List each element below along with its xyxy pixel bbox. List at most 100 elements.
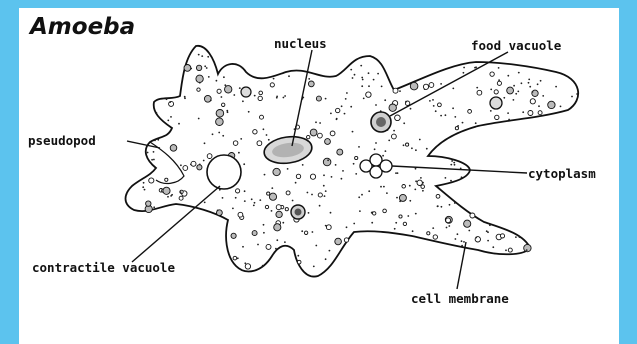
granule xyxy=(217,210,219,212)
granule xyxy=(276,211,282,217)
granule xyxy=(517,91,519,93)
granule xyxy=(350,69,352,71)
granule xyxy=(448,225,450,227)
granule xyxy=(274,224,281,231)
granule xyxy=(515,236,517,238)
granule xyxy=(196,75,203,82)
granule xyxy=(435,110,437,112)
granule xyxy=(392,134,397,139)
granule xyxy=(411,147,413,149)
granule xyxy=(310,174,315,179)
granule xyxy=(325,225,327,227)
granule xyxy=(254,202,256,204)
granule xyxy=(206,67,208,69)
granule xyxy=(263,128,265,130)
granule xyxy=(276,205,281,210)
granule xyxy=(324,195,326,197)
granule xyxy=(325,139,331,145)
granule xyxy=(198,118,200,120)
granule xyxy=(454,164,456,166)
granule xyxy=(184,65,191,72)
granule xyxy=(323,158,331,166)
granule xyxy=(142,186,144,188)
granule xyxy=(166,98,168,100)
food-particle xyxy=(295,209,302,216)
granule xyxy=(284,241,286,243)
granule xyxy=(368,85,370,87)
granule xyxy=(207,154,212,159)
granule xyxy=(500,234,504,238)
granule xyxy=(329,250,331,252)
granule xyxy=(252,231,257,236)
label-cytoplasm: cytoplasm xyxy=(528,166,596,181)
granule xyxy=(288,75,290,77)
granule xyxy=(468,110,472,114)
granule xyxy=(385,150,387,152)
granule xyxy=(251,198,253,200)
granule xyxy=(268,139,270,141)
granule xyxy=(452,107,454,109)
granule xyxy=(169,101,171,103)
granule xyxy=(341,105,343,107)
granule xyxy=(451,160,453,162)
granule xyxy=(455,238,457,240)
granule xyxy=(208,76,210,78)
granule xyxy=(386,192,388,194)
granule xyxy=(403,144,405,146)
granule xyxy=(197,88,200,91)
granule xyxy=(522,111,524,113)
granule xyxy=(555,86,557,88)
granule xyxy=(310,129,317,136)
granule xyxy=(363,98,365,100)
granule xyxy=(371,222,373,224)
granule xyxy=(259,91,263,95)
granule xyxy=(507,87,514,94)
granule xyxy=(415,168,417,170)
granule xyxy=(266,134,268,136)
granule xyxy=(432,227,434,229)
granule xyxy=(319,122,321,124)
granule xyxy=(225,86,232,93)
granule xyxy=(276,239,278,241)
granule xyxy=(429,100,431,102)
granule xyxy=(244,200,246,202)
granule xyxy=(156,112,158,114)
granule xyxy=(526,249,528,251)
granule xyxy=(238,212,243,217)
granule xyxy=(144,189,146,191)
granule xyxy=(368,190,370,192)
granule xyxy=(476,87,478,89)
granule xyxy=(373,79,375,81)
granule xyxy=(204,142,206,144)
granule xyxy=(402,185,406,189)
granule xyxy=(264,174,266,176)
granule xyxy=(415,149,417,151)
granule xyxy=(267,192,270,195)
granule xyxy=(197,165,202,170)
granule xyxy=(446,218,451,223)
granule xyxy=(405,101,407,103)
granule xyxy=(315,245,317,247)
granule xyxy=(407,215,409,217)
granule xyxy=(312,231,314,233)
granule xyxy=(308,81,314,87)
granule xyxy=(446,227,448,229)
granule xyxy=(353,223,355,225)
granule xyxy=(415,80,417,82)
granule xyxy=(359,210,361,212)
granule xyxy=(253,205,255,207)
granule xyxy=(461,245,463,247)
granule xyxy=(495,115,499,119)
granule xyxy=(518,72,520,74)
granule xyxy=(410,82,418,90)
granule xyxy=(143,182,145,184)
granule xyxy=(216,80,218,82)
granule xyxy=(178,123,180,125)
granule xyxy=(474,67,476,69)
granule xyxy=(153,151,155,153)
granule xyxy=(412,230,414,232)
granule xyxy=(463,67,465,69)
granule xyxy=(415,180,417,182)
granule xyxy=(203,160,205,162)
